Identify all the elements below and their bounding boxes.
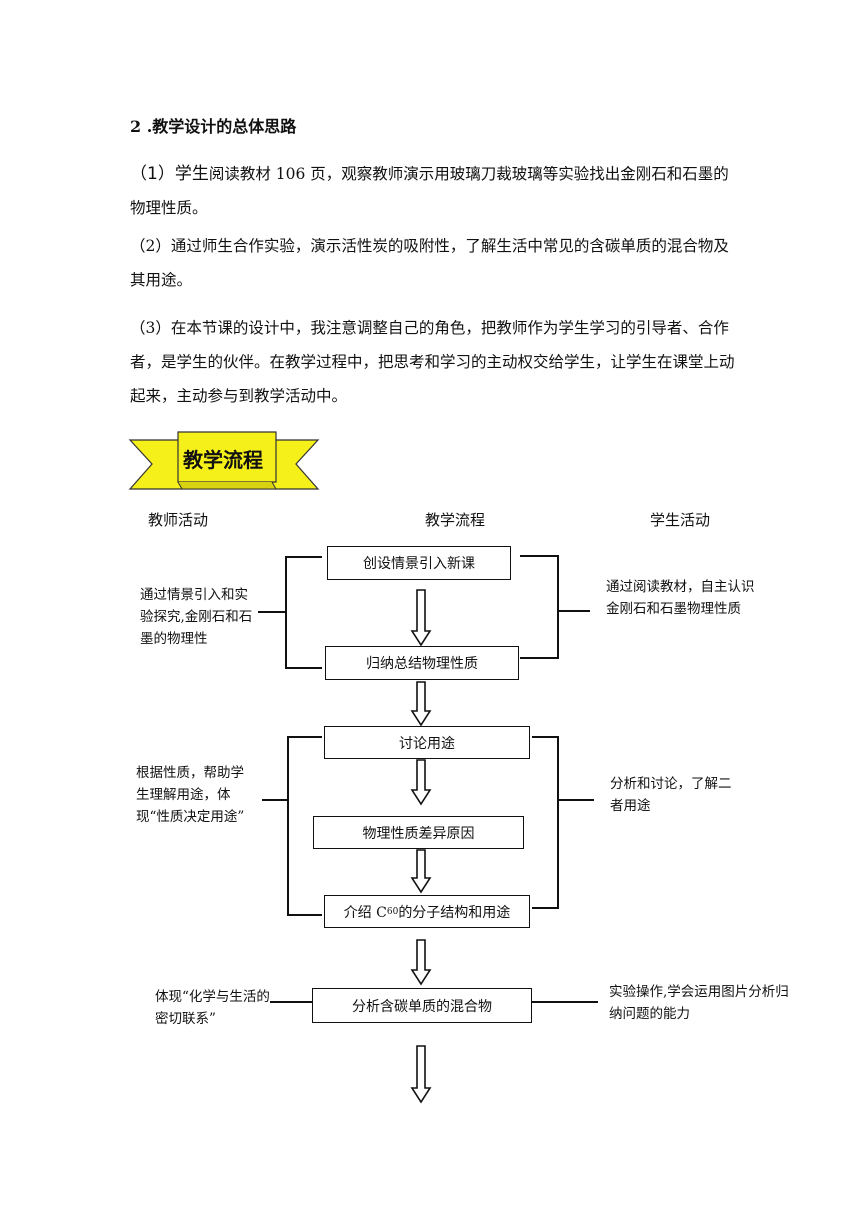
flow-box-summary: 归纳总结物理性质 xyxy=(325,646,519,680)
arrow-2 xyxy=(412,682,430,725)
arrow-4 xyxy=(412,850,430,892)
arrow-1 xyxy=(412,590,430,645)
teacher-note-2: 根据性质，帮助学生理解用途，体现“性质决定用途” xyxy=(136,762,248,828)
student-note-3: 实验操作,学会运用图片分析归纳问题的能力 xyxy=(609,981,789,1025)
student-note-2: 分析和讨论，了解二者用途 xyxy=(610,773,732,817)
teacher-note-1: 通过情景引入和实验探究,金刚石和石墨的物理性 xyxy=(140,584,256,664)
c60-suffix: 的分子结构和用途 xyxy=(398,902,510,922)
flow-box-intro: 创设情景引入新课 xyxy=(327,546,511,580)
column-teacher: 教师活动 xyxy=(148,509,208,530)
flow-box-uses: 讨论用途 xyxy=(324,726,530,759)
teacher-note-3: 体现“化学与生活的密切联系” xyxy=(155,986,273,1030)
banner-label: 教学流程 xyxy=(183,444,263,473)
c60-subscript: 60 xyxy=(387,907,398,917)
flow-box-mixture: 分析含碳单质的混合物 xyxy=(312,988,532,1023)
arrow-5 xyxy=(412,940,430,984)
column-flow: 教学流程 xyxy=(425,509,485,530)
arrow-3 xyxy=(412,760,430,804)
flow-box-difference: 物理性质差异原因 xyxy=(313,816,524,849)
student-note-1: 通过阅读教材，自主认识金刚石和石墨物理性质 xyxy=(606,576,756,620)
column-student: 学生活动 xyxy=(650,509,710,530)
arrow-6 xyxy=(412,1046,430,1102)
c60-prefix: 介绍 C xyxy=(344,902,387,922)
